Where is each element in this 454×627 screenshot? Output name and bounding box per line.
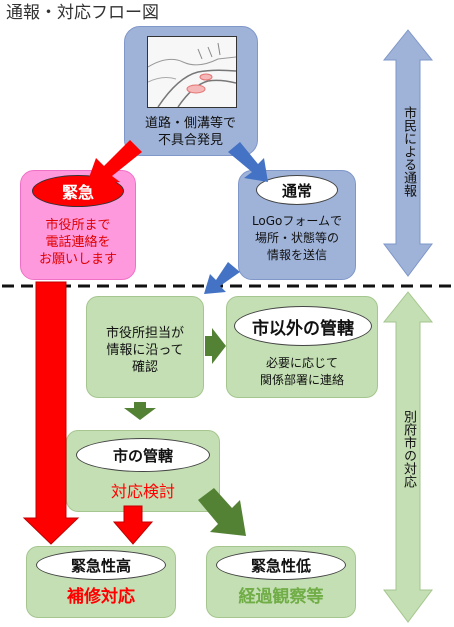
emergency-line-3: お願いします — [38, 252, 117, 267]
confirm-box — [86, 296, 204, 398]
outside-line-2: 関係部署に連絡 — [259, 373, 344, 387]
arrow-confirm-to-outside — [205, 328, 226, 364]
outside-badge: 市以外の管轄 — [234, 306, 372, 346]
normal-line-2: 場所・状態等の — [254, 231, 339, 245]
normal-badge: 通常 — [256, 175, 338, 205]
normal-badge-label: 通常 — [281, 181, 312, 200]
high-urgency-badge-label: 緊急性高 — [70, 556, 131, 575]
outside-line-1: 必要に応じて — [265, 356, 338, 370]
arrow-to-normal — [228, 142, 268, 182]
city-badge-label: 市の管轄 — [112, 446, 173, 465]
normal-line-1: LoGoフォームで — [251, 214, 343, 228]
confirm-line-3: 確認 — [131, 360, 158, 375]
arrow-city-to-high — [112, 505, 154, 545]
arrow-emergency-to-high — [22, 281, 80, 545]
city-side-arrow — [382, 291, 434, 623]
discovery-line-2: 不具合発見 — [157, 133, 223, 148]
diagram-title: 通報・対応フロー図 — [6, 3, 159, 23]
arrow-city-to-low — [198, 488, 246, 536]
road-photo — [147, 36, 237, 108]
low-urgency-badge: 緊急性低 — [216, 550, 346, 580]
emergency-line-1: 市役所まで — [45, 218, 111, 233]
outside-badge-label: 市以外の管轄 — [252, 318, 354, 339]
arrow-confirm-to-city — [124, 402, 156, 420]
road-sketch-icon — [148, 37, 236, 107]
normal-line-3: 情報を送信 — [266, 248, 327, 262]
discovery-line-1: 道路・側溝等で — [144, 116, 236, 131]
citizen-side-arrow — [382, 29, 434, 277]
arrow-normal-to-confirm — [204, 262, 240, 294]
emergency-badge-label: 緊急 — [61, 183, 94, 202]
city-sub-label: 対応検討 — [110, 482, 175, 501]
confirm-line-1: 市役所担当が — [105, 326, 184, 341]
emergency-badge: 緊急 — [32, 175, 124, 207]
city-side-label: 別府市の対応 — [401, 410, 416, 488]
discovery-box: 道路・側溝等で 不具合発見 — [124, 26, 258, 156]
arrow-to-emergency — [86, 140, 142, 186]
high-urgency-sub-label: 補修対応 — [67, 587, 135, 607]
citizen-side-label: 市民による通報 — [401, 106, 416, 197]
city-badge: 市の管轄 — [76, 438, 210, 472]
low-urgency-sub-label: 経過観察等 — [238, 587, 324, 607]
low-urgency-badge-label: 緊急性低 — [250, 556, 311, 575]
emergency-line-2: 電話連絡を — [45, 235, 111, 250]
high-urgency-badge: 緊急性高 — [36, 550, 166, 580]
confirm-line-2: 情報に沿って — [106, 343, 184, 358]
